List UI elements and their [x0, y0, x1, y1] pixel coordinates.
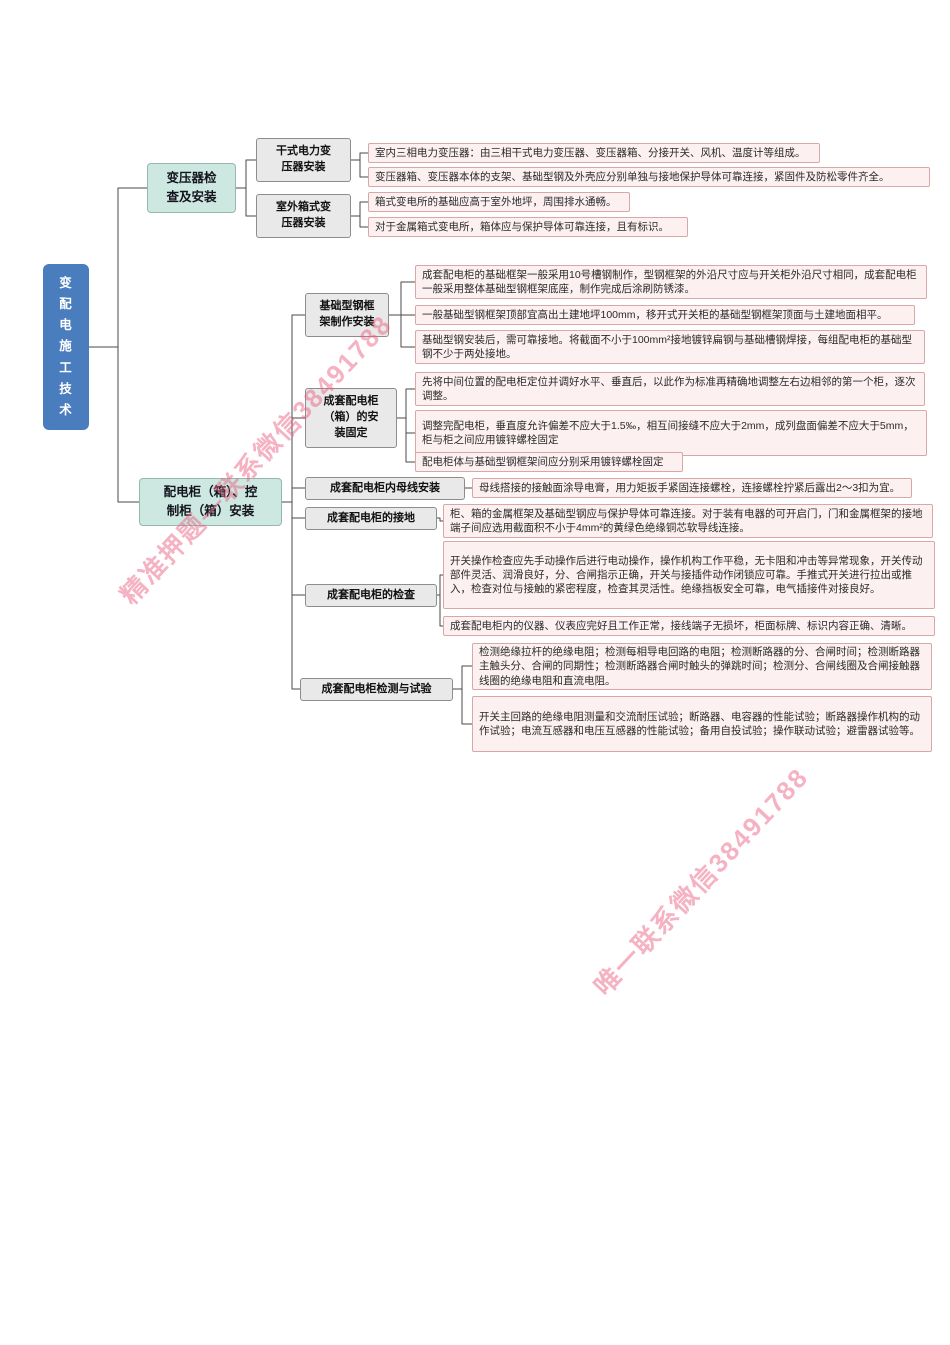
leaf-note: 柜、箱的金属框架及基础型钢应与保护导体可靠连接。对于装有电器的可开启门，门和金属… [443, 504, 933, 538]
leaf-note: 检测绝缘拉杆的绝缘电阻；检测每相导电回路的电阻；检测断路器的分、合闸时间；检测断… [472, 643, 932, 690]
sub-node-cabinet-grounding: 成套配电柜的接地 [305, 507, 437, 530]
leaf-note: 先将中间位置的配电柜定位并调好水平、垂直后，以此作为标准再精确地调整左右边相邻的… [415, 372, 925, 406]
leaf-note: 成套配电柜内的仪器、仪表应完好且工作正常，接线端子无损坏，柜面标牌、标识内容正确… [443, 616, 935, 636]
sub-node-steel-frame-fabrication: 基础型钢框 架制作安装 [305, 293, 389, 337]
leaf-note: 变压器箱、变压器本体的支架、基础型钢及外壳应分别单独与接地保护导体可靠连接，紧固… [368, 167, 930, 187]
leaf-note: 成套配电柜的基础框架一般采用10号槽钢制作，型钢框架的外沿尺寸应与开关柜外沿尺寸… [415, 265, 927, 299]
sub-node-dry-type-transformer-install: 干式电力变 压器安装 [256, 138, 351, 182]
leaf-note: 一般基础型钢框架顶部宜高出土建地坪100mm，移开式开关柜的基础型钢框架顶面与土… [415, 305, 915, 325]
leaf-note: 箱式变电所的基础应高于室外地坪，周围排水通畅。 [368, 192, 630, 212]
leaf-note: 对于金属箱式变电所，箱体应与保护导体可靠连接，且有标识。 [368, 217, 688, 237]
leaf-note: 母线搭接的接触面涂导电膏，用力矩扳手紧固连接螺栓，连接螺栓拧紧后露出2～3扣为宜… [472, 478, 912, 498]
leaf-note: 基础型钢安装后，需可靠接地。将截面不小于100mm²接地镀锌扁钢与基础槽钢焊接，… [415, 330, 925, 364]
branch-node-distribution-cabinet: 配电柜（箱）、控 制柜（箱）安装 [139, 478, 282, 526]
leaf-note: 开关操作检查应先手动操作后进行电动操作，操作机构工作平稳，无卡阻和冲击等异常现象… [443, 541, 935, 609]
leaf-note: 开关主回路的绝缘电阻测量和交流耐压试验；断路器、电容器的性能试验；断路器操作机构… [472, 696, 932, 752]
leaf-note: 配电柜体与基础型钢框架间应分别采用镀锌螺栓固定 [415, 452, 683, 472]
root-node: 变 配 电 施 工 技 术 [43, 264, 89, 430]
leaf-note: 调整完配电柜，垂直度允许偏差不应大于1.5‰，相互间接缝不应大于2mm，成列盘面… [415, 410, 927, 456]
sub-node-cabinet-test: 成套配电柜检测与试验 [300, 678, 453, 701]
leaf-note: 室内三相电力变压器：由三相干式电力变压器、变压器箱、分接开关、风机、温度计等组成… [368, 143, 820, 163]
sub-node-cabinet-inspection: 成套配电柜的检查 [305, 584, 437, 607]
sub-node-busbar-install: 成套配电柜内母线安装 [305, 477, 465, 500]
sub-node-cabinet-install-fixing: 成套配电柜 （箱）的安 装固定 [305, 388, 397, 448]
sub-node-outdoor-box-transformer-install: 室外箱式变 压器安装 [256, 194, 351, 238]
branch-node-transformer: 变压器检 查及安装 [147, 163, 236, 213]
